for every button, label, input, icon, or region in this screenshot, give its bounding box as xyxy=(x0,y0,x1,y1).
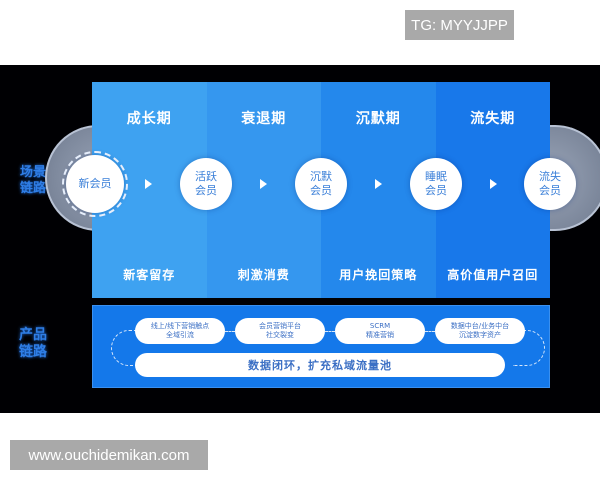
arrow-right-icon xyxy=(145,179,152,189)
scene-chain-label: 场景链路 xyxy=(19,165,46,196)
product-chain-label: 产品链路 xyxy=(19,327,47,360)
member-node-active: 活跃会员 xyxy=(180,158,232,210)
product-pill-data-platform: 数据中台/业务中台 沉淀数字资产 xyxy=(435,318,525,344)
stage-title: 成长期 xyxy=(126,111,172,127)
stage-action: 新客留存 xyxy=(123,268,176,282)
member-label: 流失会员 xyxy=(539,170,561,197)
pill-line2: 全域引流 xyxy=(166,331,194,339)
member-node-dormant: 睡眠会员 xyxy=(410,158,462,210)
product-pill-touchpoints: 线上/线下营销触点 全域引流 xyxy=(135,318,225,344)
dashed-loop-right xyxy=(513,330,545,366)
arrow-right-icon xyxy=(490,179,497,189)
member-node-new: 新会员 xyxy=(62,151,128,217)
stage-title: 衰退期 xyxy=(241,111,287,127)
dashed-loop-left xyxy=(111,330,143,366)
pill-line2: 精准营销 xyxy=(366,331,394,339)
stage-title: 流失期 xyxy=(470,111,516,127)
member-label: 沉默会员 xyxy=(310,170,332,197)
product-chain-block: 线上/线下营销触点 全域引流 会员营销平台 社交裂变 SCRM 精准营销 数据中… xyxy=(92,305,550,388)
stage-action: 刺激消费 xyxy=(237,268,290,282)
lifecycle-stages: 成长期 新客留存 衰退期 刺激消费 沉默期 用户挽回策略 流失期 高价值用户召回 xyxy=(92,82,550,298)
arrow-right-icon xyxy=(375,179,382,189)
member-node-churned: 流失会员 xyxy=(524,158,576,210)
watermark-top: TG: MYYJJPP xyxy=(405,10,514,40)
member-label: 新会员 xyxy=(78,177,112,190)
pill-line1: 线上/线下营销触点 xyxy=(150,322,210,330)
product-pill-scrm: SCRM 精准营销 xyxy=(335,318,425,344)
arrow-right-icon xyxy=(260,179,267,189)
stage-action: 用户挽回策略 xyxy=(339,268,418,282)
stage-action: 高价值用户召回 xyxy=(447,268,539,282)
stage-title: 沉默期 xyxy=(355,111,401,127)
diagram-panel: 场景链路 产品链路 成长期 新客留存 衰退期 刺激消费 沉默期 用户挽回策略 流… xyxy=(0,65,600,413)
pill-line1: 数据中台/业务中台 xyxy=(450,322,510,330)
pill-line1: 会员营销平台 xyxy=(259,322,301,330)
member-node-silent: 沉默会员 xyxy=(295,158,347,210)
pill-line2: 沉淀数字资产 xyxy=(459,331,501,339)
data-loop-bar: 数据闭环，扩充私域流量池 xyxy=(135,353,505,377)
dashed-connector xyxy=(325,331,335,332)
member-label: 睡眠会员 xyxy=(425,170,447,197)
dashed-connector xyxy=(225,331,235,332)
pill-line1: SCRM xyxy=(369,322,391,330)
pill-line2: 社交裂变 xyxy=(266,331,294,339)
watermark-bottom: www.ouchidemikan.com xyxy=(10,440,208,470)
dashed-connector xyxy=(425,331,435,332)
member-label: 活跃会员 xyxy=(195,170,217,197)
product-pill-member-platform: 会员营销平台 社交裂变 xyxy=(235,318,325,344)
